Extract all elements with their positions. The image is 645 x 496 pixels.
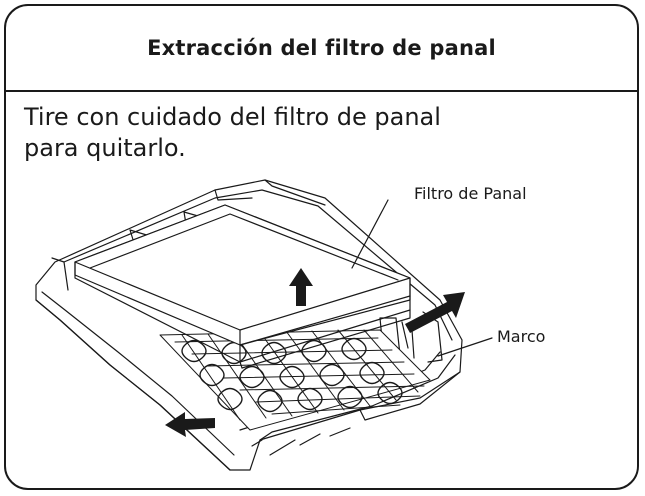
instruction-text: Tire con cuidado del filtro de panal par… <box>24 103 441 162</box>
card-header: Extracción del filtro de panal <box>6 6 637 92</box>
filter-callout-label: Filtro de Panal <box>414 184 527 203</box>
honeycomb-filter-panel <box>74 204 411 369</box>
arrow-up-icon <box>289 268 313 306</box>
arrow-left-down-icon <box>165 412 215 437</box>
page-title: Extracción del filtro de panal <box>147 36 496 60</box>
arrow-right-up-icon <box>405 292 465 333</box>
frame-leader-line <box>437 337 493 357</box>
filter-leader-line <box>351 199 389 269</box>
frame-callout-label: Marco <box>497 327 546 346</box>
instruction-card: Extracción del filtro de panal Tire con … <box>4 4 639 490</box>
